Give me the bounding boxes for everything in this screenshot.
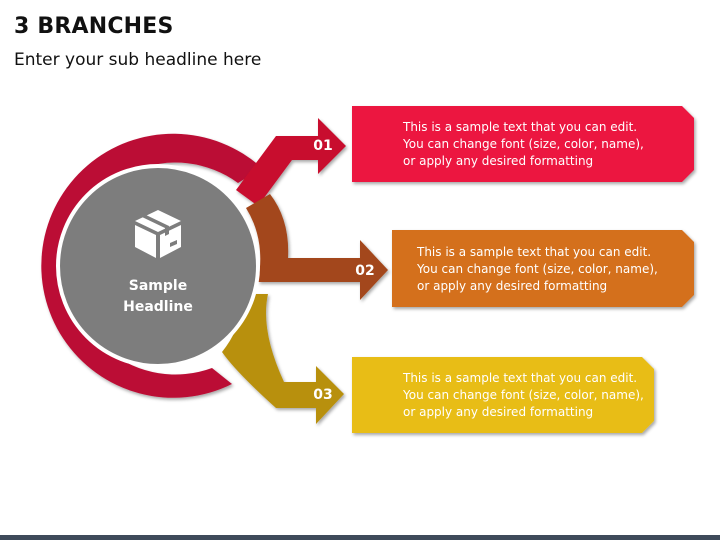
branch-box-1 [352, 106, 694, 182]
branch-text-1-line-1: This is a sample text that you can edit. [403, 120, 638, 134]
branch-text-2-line-1: This is a sample text that you can edit. [417, 245, 652, 259]
branch-text-2: This is a sample text that you can edit.… [417, 244, 658, 295]
branch-box-3 [352, 357, 654, 433]
outer-ring [41, 133, 262, 398]
branch-text-2-line-3: or apply any desired formatting [417, 279, 608, 293]
page-subtitle: Enter your sub headline here [14, 50, 262, 70]
branch-text-2-line-2: You can change font (size, color, name), [417, 262, 658, 276]
branch-text-3-line-3: or apply any desired formatting [403, 405, 594, 419]
center-headline-line2: Headline [123, 299, 193, 315]
branch-arrow-1 [236, 118, 346, 206]
branch-number-1: 01 [313, 138, 333, 154]
box-icon [135, 210, 181, 258]
page-title: 3 BRANCHES [14, 14, 174, 39]
branch-number-2: 02 [355, 263, 375, 279]
branch-box-2 [392, 230, 694, 307]
center-headline-line1: Sample [128, 278, 188, 294]
center-circle [56, 164, 260, 368]
branch-text-1-line-3: or apply any desired formatting [403, 154, 594, 168]
branch-arrow-2 [246, 194, 388, 300]
branch-text-1: This is a sample text that you can edit.… [403, 119, 644, 170]
branch-text-3: This is a sample text that you can edit.… [403, 370, 644, 421]
branch-arrow-3 [222, 294, 344, 424]
branch-number-3: 03 [313, 387, 333, 403]
footer-bar [0, 535, 720, 540]
branch-text-1-line-2: You can change font (size, color, name), [403, 137, 644, 151]
branch-text-3-line-2: You can change font (size, color, name), [403, 388, 644, 402]
branch-text-3-line-1: This is a sample text that you can edit. [403, 371, 638, 385]
center-headline: Sample Headline [98, 276, 218, 318]
